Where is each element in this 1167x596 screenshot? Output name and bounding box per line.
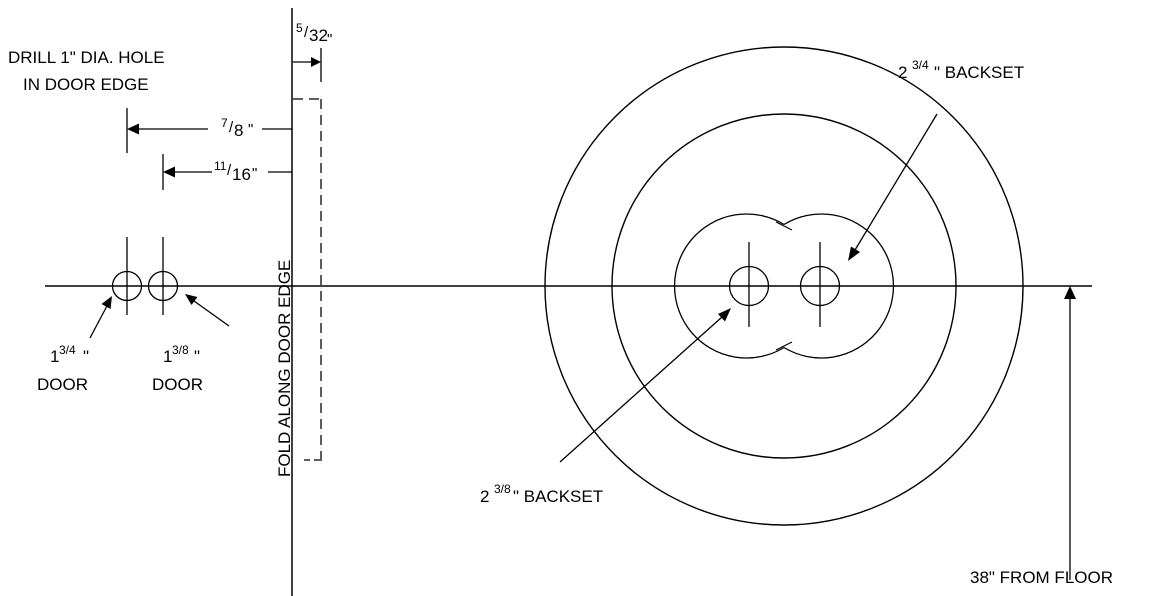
door-hole-1-3-4 bbox=[111, 237, 143, 315]
leader-2-3-4-backset bbox=[848, 113, 938, 261]
floor-height-arrow bbox=[1064, 286, 1076, 580]
svg-text:" BACKSET: " BACKSET bbox=[513, 487, 603, 506]
bore-hole-left bbox=[728, 242, 770, 327]
svg-text:DOOR: DOOR bbox=[152, 375, 203, 394]
dim-7-8: 7 / 8 " bbox=[126, 108, 292, 153]
large-circle-2-3-8-backset bbox=[544, 46, 1024, 526]
fold-dashed-bracket bbox=[293, 98, 322, 462]
dim-5-32-numerator: 5 bbox=[296, 21, 303, 35]
label-1-3-8-door: 1 3/8 " DOOR bbox=[152, 343, 203, 394]
label-2-3-8-backset: 2 3/8 " BACKSET bbox=[480, 482, 603, 506]
dim-11-16-unit: " bbox=[252, 165, 257, 182]
overlap-circles bbox=[673, 213, 895, 359]
label-38-from-floor: 38" FROM FLOOR bbox=[970, 568, 1113, 587]
dim-5-32: 5 / 32 " bbox=[293, 21, 332, 82]
svg-text:": " bbox=[194, 347, 200, 366]
dim-5-32-slash: / bbox=[304, 24, 309, 41]
dim-5-32-unit: " bbox=[327, 31, 332, 48]
svg-text:1: 1 bbox=[50, 347, 59, 366]
leader-1-3-8 bbox=[185, 294, 230, 327]
leader-1-3-4 bbox=[89, 296, 112, 339]
svg-text:2: 2 bbox=[898, 63, 907, 82]
svg-text:2: 2 bbox=[480, 487, 489, 506]
dim-11-16-denominator: 16 bbox=[232, 165, 251, 184]
bore-hole-right bbox=[799, 242, 841, 327]
label-2-3-4-backset: 2 3/4 " BACKSET bbox=[898, 58, 1024, 82]
dim-7-8-slash: / bbox=[229, 119, 234, 136]
svg-text:1: 1 bbox=[163, 347, 172, 366]
dim-11-16-slash: / bbox=[227, 162, 232, 179]
dim-7-8-denominator: 8 bbox=[234, 121, 243, 140]
svg-text:": " bbox=[83, 347, 89, 366]
large-circle-2-3-4-backset bbox=[611, 113, 957, 459]
door-hole-1-3-8 bbox=[147, 237, 179, 315]
dim-7-8-numerator: 7 bbox=[221, 116, 228, 130]
dim-7-8-unit: " bbox=[248, 121, 253, 138]
dim-11-16: 11 / 16 " bbox=[162, 154, 292, 190]
svg-text:DOOR: DOOR bbox=[37, 375, 88, 394]
drill-instruction-line2: IN DOOR EDGE bbox=[23, 75, 149, 94]
svg-text:3/8: 3/8 bbox=[172, 343, 189, 357]
dim-5-32-denominator: 32 bbox=[309, 26, 328, 45]
svg-text:" BACKSET: " BACKSET bbox=[934, 63, 1024, 82]
drill-instruction-line1: DRILL 1" DIA. HOLE bbox=[8, 48, 165, 67]
label-1-3-4-door: 1 3/4 " DOOR bbox=[37, 343, 89, 394]
leader-2-3-8-backset bbox=[559, 308, 731, 463]
svg-text:3/8: 3/8 bbox=[494, 482, 511, 496]
svg-text:3/4: 3/4 bbox=[59, 343, 76, 357]
fold-label: FOLD ALONG DOOR EDGE bbox=[275, 260, 294, 477]
dim-11-16-numerator: 11 bbox=[214, 159, 227, 173]
svg-text:3/4: 3/4 bbox=[912, 58, 929, 72]
